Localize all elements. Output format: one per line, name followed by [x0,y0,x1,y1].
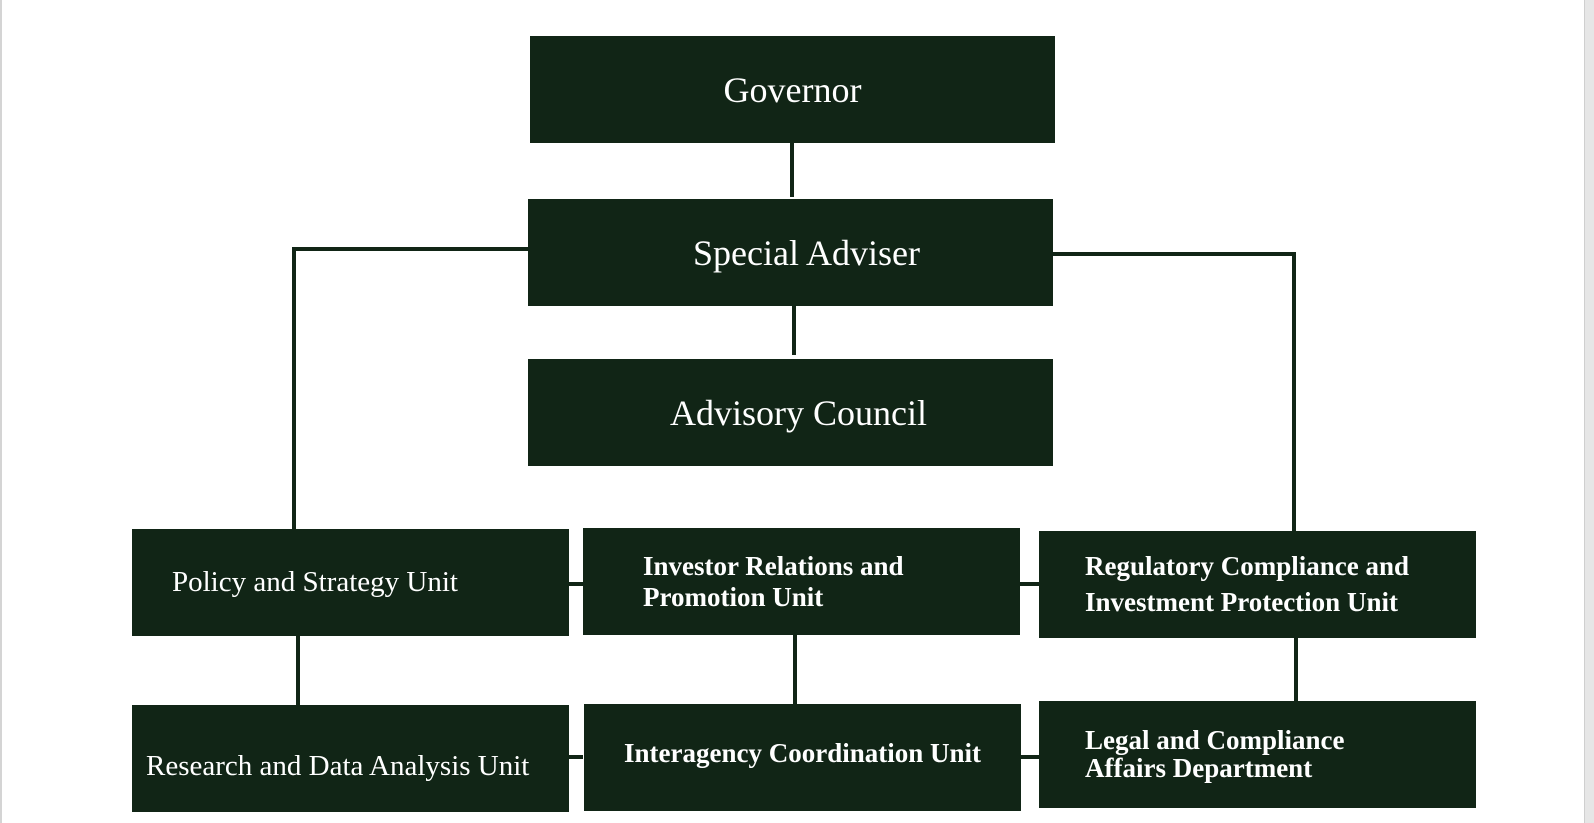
node-interagency: Interagency Coordination Unit [584,704,1021,811]
node-special-adviser: Special Adviser [528,199,1053,306]
node-regulatory-compliance: Regulatory Compliance and Investment Pro… [1039,531,1476,638]
connector-policy-investor [569,582,583,586]
connector-interagency-legal [1020,755,1040,759]
node-governor-label: Governor [723,69,862,110]
connector-special-adviser-left-v [292,247,296,530]
node-legal-compliance-line1: Legal and Compliance [1085,724,1345,755]
node-special-adviser-label: Special Adviser [693,232,920,273]
node-research-data-label: Research and Data Analysis Unit [146,750,530,782]
node-regulatory-compliance-line2: Investment Protection Unit [1085,586,1398,617]
connector-special-adviser-right-h [1053,252,1296,256]
node-policy-strategy-label: Policy and Strategy Unit [172,566,458,598]
connector-research-interagency [569,755,583,759]
connector-governor-special-adviser [790,141,794,197]
node-research-data: Research and Data Analysis Unit [132,705,569,812]
node-governor: Governor [530,36,1055,143]
connector-investor-regulatory [1020,582,1040,586]
page-scrollbar[interactable] [1584,0,1594,823]
node-investor-relations: Investor Relations and Promotion Unit [583,528,1020,635]
node-advisory-council: Advisory Council [528,359,1053,466]
connector-regulatory-legal [1294,638,1298,702]
node-investor-relations-line2: Promotion Unit [643,581,824,612]
node-interagency-label: Interagency Coordination Unit [624,738,981,769]
node-advisory-council-label: Advisory Council [670,392,927,433]
connector-special-adviser-left-h [292,247,529,251]
connector-special-adviser-right-v [1292,252,1296,532]
node-regulatory-compliance-line1: Regulatory Compliance and [1085,551,1409,582]
connector-special-adviser-advisory-council [792,301,796,355]
page-edge-left [0,0,2,823]
node-policy-strategy: Policy and Strategy Unit [132,529,569,636]
node-legal-compliance: Legal and Compliance Affairs Department [1039,701,1476,808]
connector-investor-interagency [793,635,797,705]
node-investor-relations-line1: Investor Relations and [643,551,904,582]
connector-policy-research [296,636,300,706]
node-legal-compliance-line2: Affairs Department [1085,752,1313,783]
